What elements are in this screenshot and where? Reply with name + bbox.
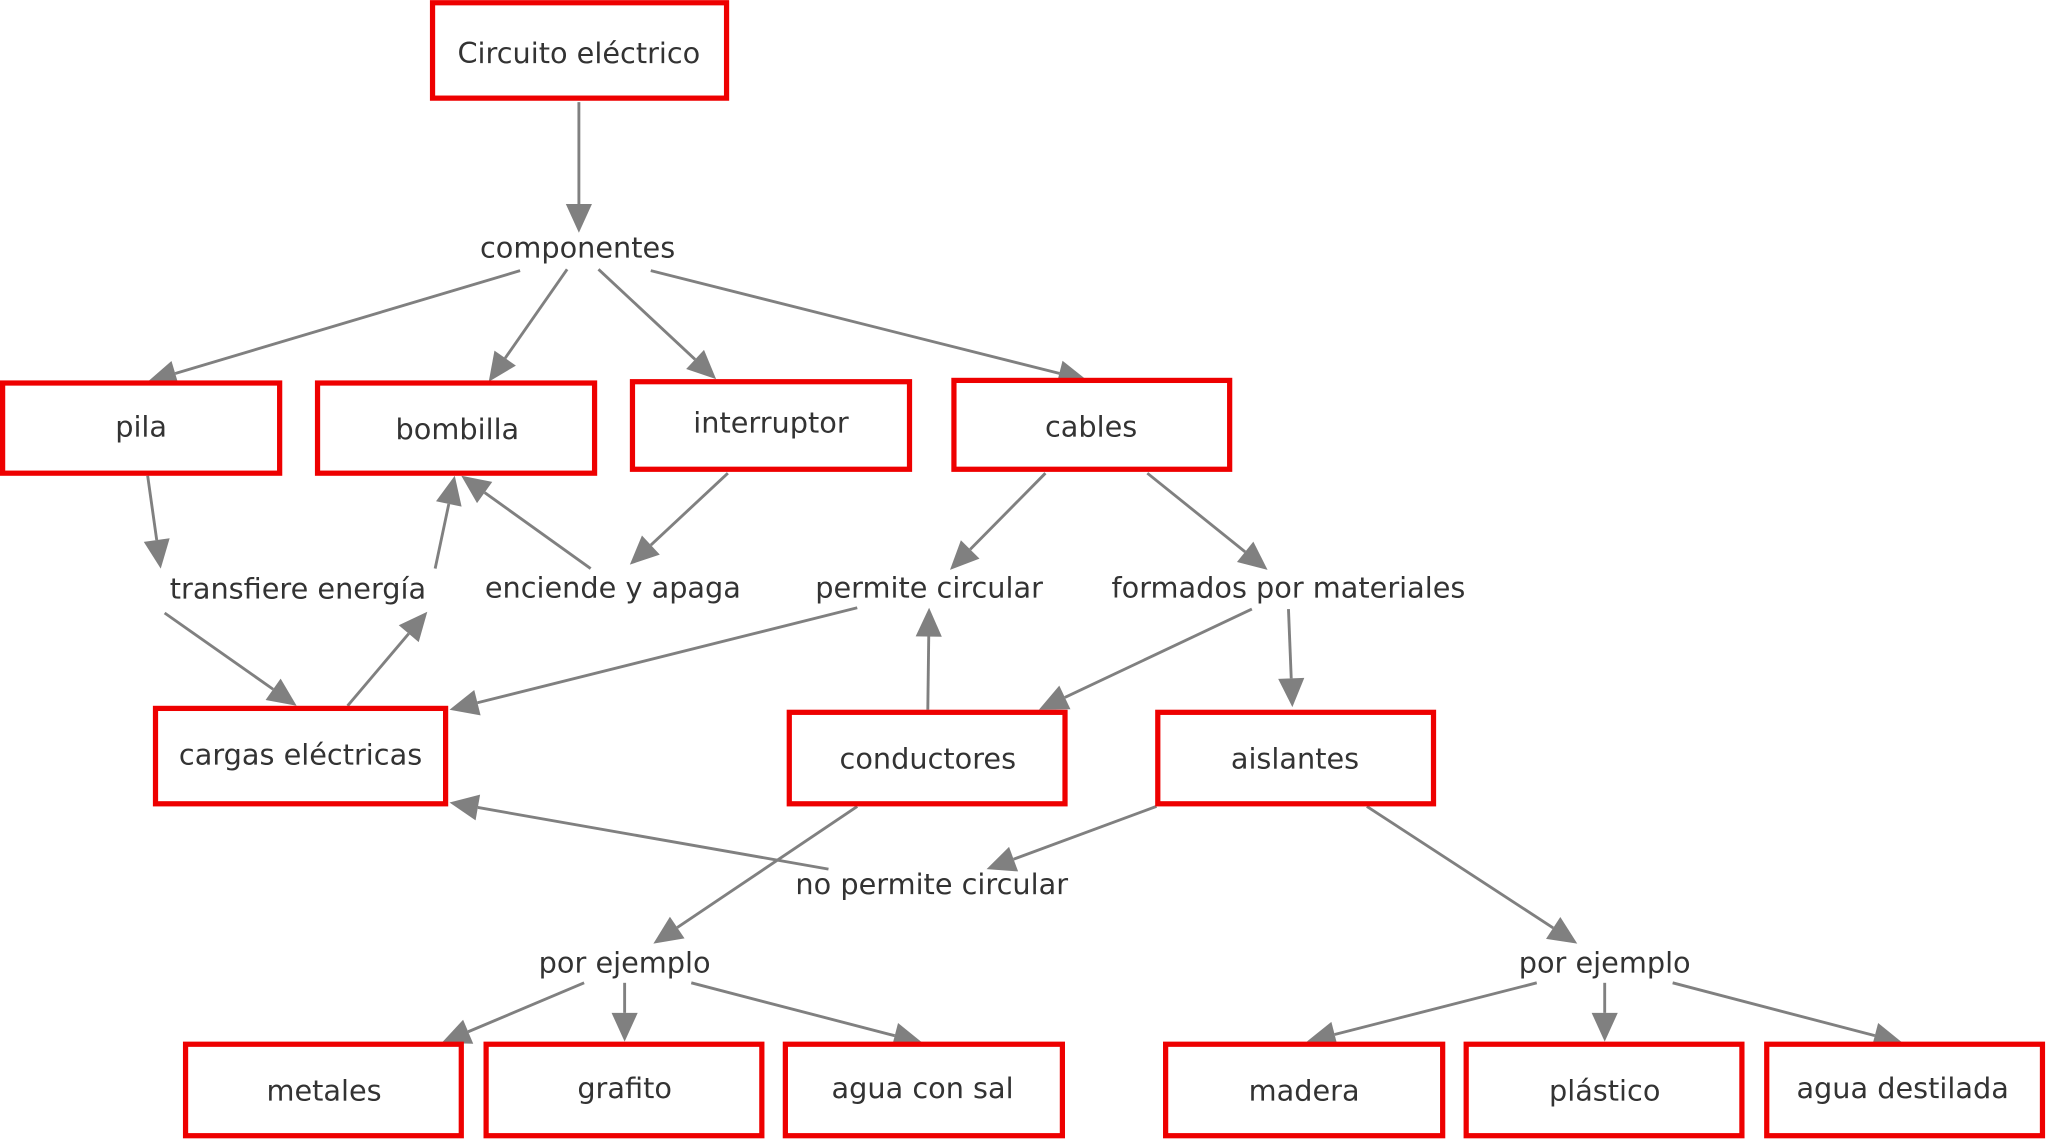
link-enciende-y-apaga[interactable]: enciende y apaga [485,570,741,604]
arrow-ejemplo-metales [467,981,585,1034]
concept-label: plástico [1549,1073,1660,1107]
link-por-ejemplo-aislantes[interactable]: por ejemplo [1519,945,1691,979]
arrow-interruptor-enciende [649,472,729,547]
concept-aislantes[interactable]: aislantes [1155,709,1437,807]
arrow-componentes-interruptor [597,268,697,361]
link-componentes[interactable]: componentes [480,231,675,265]
arrow-cables-permite [969,472,1047,551]
arrow-aislantes-no-permite [1013,805,1157,861]
concept-label: interruptor [693,406,849,440]
arrow-cargas-transfiere [346,632,410,707]
arrowhead-icon [1038,685,1071,710]
link-permite-circular[interactable]: permite circular [815,570,1043,604]
arrow-transfiere-cargas [163,611,274,691]
link-por-ejemplo-conductores[interactable]: por ejemplo [539,945,711,979]
arrow-ejemplo-agua-destilada [1672,981,1876,1038]
arrowhead-icon [441,1019,474,1044]
arrow-aislantes-ejemplo [1366,805,1554,930]
arrow-no-permite-cargas [477,806,829,871]
concept-label: madera [1249,1073,1360,1107]
concept-agua-con-sal[interactable]: agua con sal [782,1041,1066,1139]
concept-bombilla[interactable]: bombilla [314,380,598,476]
concept-label: conductores [840,742,1017,776]
concept-grafito[interactable]: grafito [483,1041,765,1139]
arrow-ejemplo-agua-sal [690,981,896,1038]
arrow-cables-formados [1146,472,1247,553]
arrow-permite-cargas [477,606,858,705]
arrow-conductores-permite [926,636,931,710]
concept-label: cargas eléctricas [179,738,422,772]
concept-label: grafito [577,1071,672,1105]
concept-cargas-electricas[interactable]: cargas eléctricas [152,705,449,807]
arrowhead-icon [1546,916,1578,944]
arrowhead-icon [449,690,481,716]
concept-label: metales [266,1073,381,1107]
arrowhead-icon [449,794,481,821]
arrowhead-icon [1236,541,1268,570]
arrowhead-icon [143,538,170,569]
concept-label: agua destilada [1796,1071,2008,1105]
arrowhead-icon [436,475,462,507]
concept-label: cables [1045,410,1137,444]
concept-interruptor[interactable]: interruptor [629,379,913,472]
arrow-componentes-pila [174,269,521,375]
arrowhead-icon [461,475,493,504]
arrow-formados-aislantes [1287,609,1293,679]
link-formados-por-materiales[interactable]: formados por materiales [1112,570,1466,604]
concept-label: bombilla [396,412,520,446]
arrowhead-icon [1278,677,1305,708]
arrowhead-icon [915,607,942,637]
concept-plastico[interactable]: plástico [1463,1041,1745,1139]
arrow-componentes-cables [650,269,1060,375]
arrowhead-icon [1591,1012,1618,1042]
arrowhead-icon [488,350,516,382]
arrowhead-icon [265,678,297,706]
arrow-componentes-bombilla [503,268,569,359]
concept-conductores[interactable]: conductores [786,709,1068,807]
link-transfiere-energia[interactable]: transfiere energía [170,572,426,606]
concept-label: pila [115,410,167,444]
arrowhead-icon [611,1012,638,1042]
concept-label: agua con sal [832,1071,1014,1105]
arrowhead-icon [1306,1021,1338,1048]
arrow-pila-transfiere [146,475,159,541]
arrow-enciende-bombilla [483,491,592,570]
arrowhead-icon [398,611,428,643]
arrow-formados-conductores [1064,607,1253,699]
arrow-conductores-ejemplo [676,805,859,929]
arrow-transfiere-bombilla [433,503,451,569]
concept-agua-destilada[interactable]: agua destilada [1764,1041,2046,1139]
concept-madera[interactable]: madera [1163,1041,1446,1139]
link-no-permite-circular[interactable]: no permite circular [795,867,1068,901]
concept-label: Circuito eléctrico [457,36,700,70]
concept-pila[interactable]: pila [0,380,283,476]
arrowhead-icon [147,360,179,387]
arrowhead-icon [950,540,980,570]
arrowhead-icon [629,535,660,565]
concept-circuito-electrico[interactable]: Circuito eléctrico [429,0,730,101]
arrowhead-icon [986,846,1019,872]
arrowhead-icon [686,349,717,380]
arrowhead-icon [565,203,592,233]
arrowhead-icon [653,916,685,944]
concept-metales[interactable]: metales [182,1041,464,1139]
arrow-ejemplo-madera [1334,981,1538,1036]
concept-label: aislantes [1231,742,1359,776]
concept-cables[interactable]: cables [951,377,1233,472]
